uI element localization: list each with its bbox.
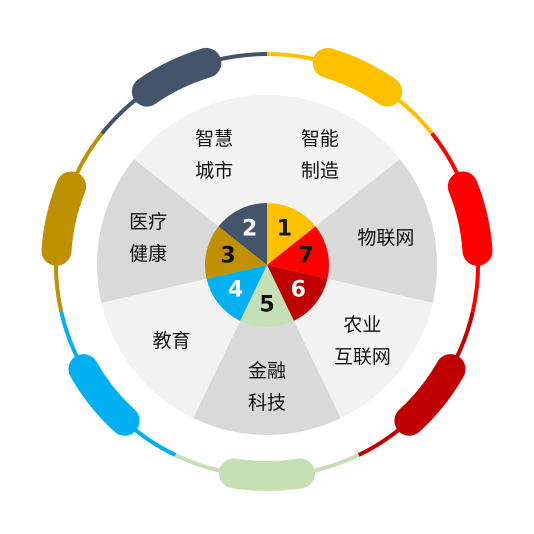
segment-label-7-line-1: 物联网 xyxy=(357,227,414,249)
segment-number-3: 3 xyxy=(220,244,235,269)
ring-marker-6 xyxy=(394,354,466,436)
segment-numbers: 17 654 32 xyxy=(220,217,313,318)
center-wedge-1 xyxy=(267,203,316,265)
segment-label-4-line-1: 教育 xyxy=(153,330,191,352)
segment-label-2-line-2: 城市 xyxy=(195,160,233,182)
center-wedge-5 xyxy=(240,265,294,327)
segment-number-4: 4 xyxy=(228,277,243,302)
segment-label-3-line-2: 健康 xyxy=(129,243,167,265)
ring-marker-2 xyxy=(131,47,222,107)
segment-label-6-line-2: 互联网 xyxy=(334,346,391,368)
center-wedges xyxy=(204,203,330,327)
center-wedge-7 xyxy=(267,226,330,279)
segment-number-7: 7 xyxy=(298,244,313,269)
ring-marker-5 xyxy=(218,458,316,491)
segment-number-5: 5 xyxy=(259,293,274,318)
ring-marker-7 xyxy=(447,171,493,266)
center-wedge-3 xyxy=(204,226,267,279)
segment-label-1-line-1: 智能 xyxy=(301,128,339,150)
center-wedge-2 xyxy=(218,203,267,265)
ring-marker-1 xyxy=(312,47,403,107)
segment-label-5-line-2: 科技 xyxy=(248,392,286,414)
ring-markers xyxy=(41,47,493,491)
segment-label-5-line-1: 金融 xyxy=(248,360,286,382)
center-wedge-6 xyxy=(267,265,328,321)
ring-marker-4 xyxy=(68,354,140,436)
segment-number-1: 1 xyxy=(277,217,292,242)
segment-label-2-line-1: 智慧 xyxy=(195,128,233,150)
segment-number-6: 6 xyxy=(291,277,306,302)
segment-label-3-line-1: 医疗 xyxy=(129,211,167,233)
ring-marker-3 xyxy=(41,171,87,266)
segment-label-1-line-2: 制造 xyxy=(301,160,339,182)
center-wedge-4 xyxy=(206,265,267,321)
segment-label-6-line-1: 农业 xyxy=(343,314,381,336)
segment-number-2: 2 xyxy=(242,217,257,242)
background-wedge-5 xyxy=(193,265,341,435)
